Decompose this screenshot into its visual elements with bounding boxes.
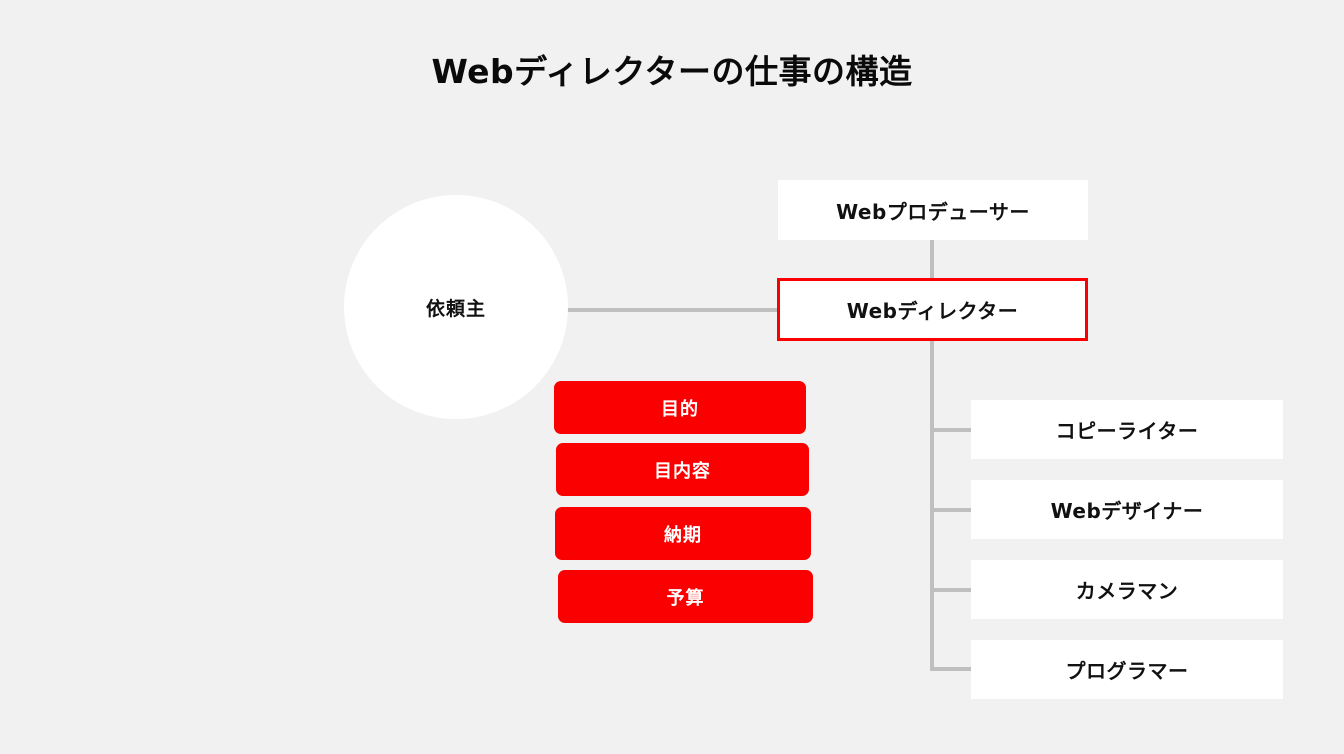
box-web-director-label: Webディレクター xyxy=(846,299,1019,323)
client-circle[interactable]: 依頼主 xyxy=(344,195,568,419)
box-role-webdesigner[interactable]: Webデザイナー xyxy=(971,480,1283,539)
box-web-producer[interactable]: Webプロデューサー xyxy=(778,180,1088,240)
requirement-pill-budget[interactable]: 予算 xyxy=(558,570,813,623)
box-role-cameraman-label: カメラマン xyxy=(1075,579,1179,603)
box-web-producer-label: Webプロデューサー xyxy=(836,199,1030,224)
box-role-copywriter-label: コピーライター xyxy=(1055,419,1199,443)
requirement-pill-budget-label: 予算 xyxy=(666,587,705,609)
box-role-programmer-label: プログラマー xyxy=(1065,659,1189,683)
requirement-pill-purpose-label: 目的 xyxy=(661,398,699,420)
box-role-programmer[interactable]: プログラマー xyxy=(971,640,1283,699)
requirement-pill-deadline[interactable]: 納期 xyxy=(555,507,811,560)
client-circle-label: 依頼主 xyxy=(425,297,486,320)
box-web-director[interactable]: Webディレクター xyxy=(777,278,1088,341)
box-role-cameraman[interactable]: カメラマン xyxy=(971,560,1283,619)
requirement-pill-content[interactable]: 目内容 xyxy=(556,443,809,496)
page-title: Webディレクターの仕事の構造 xyxy=(431,52,913,91)
requirement-pill-purpose[interactable]: 目的 xyxy=(554,381,806,434)
requirement-pill-deadline-label: 納期 xyxy=(664,524,702,546)
requirement-pill-content-label: 目内容 xyxy=(654,460,711,482)
box-role-copywriter[interactable]: コピーライター xyxy=(971,400,1283,459)
box-role-webdesigner-label: Webデザイナー xyxy=(1050,499,1204,523)
